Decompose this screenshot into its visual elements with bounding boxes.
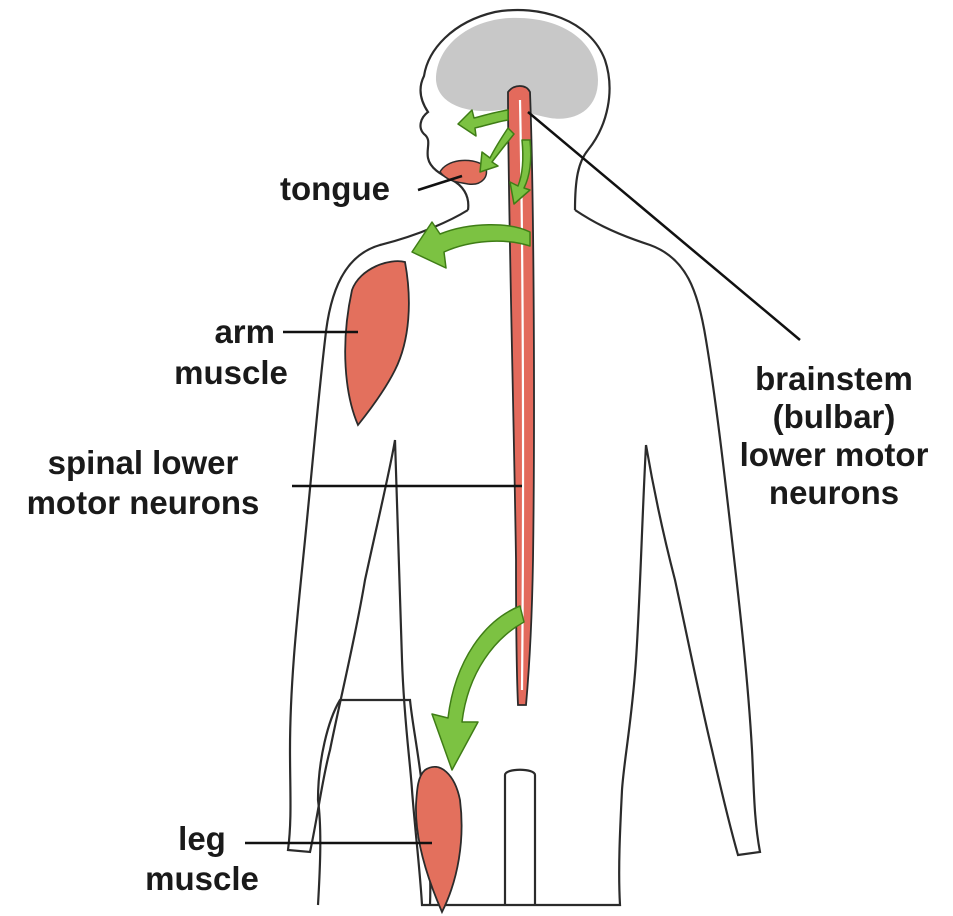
label-arm: arm <box>214 313 275 350</box>
leg-gap-outline <box>505 770 535 905</box>
face-arrow-icon <box>458 110 508 136</box>
label-brainstem-4: neurons <box>769 474 899 511</box>
label-brainstem-3: lower motor <box>740 436 929 473</box>
brainstem-leader <box>528 112 800 340</box>
leg-arrow-icon <box>432 606 524 770</box>
arm-muscle <box>345 261 409 425</box>
label-leg: leg <box>178 820 226 857</box>
label-spinal-1: spinal lower <box>48 444 239 481</box>
label-brainstem-1: brainstem <box>755 360 913 397</box>
label-spinal-2: motor neurons <box>27 484 260 521</box>
label-brainstem-2: (bulbar) <box>773 398 896 435</box>
label-arm-muscle: muscle <box>174 354 288 391</box>
leg-muscle <box>416 767 462 912</box>
label-leg-muscle: muscle <box>145 860 259 897</box>
label-tongue: tongue <box>280 170 390 207</box>
